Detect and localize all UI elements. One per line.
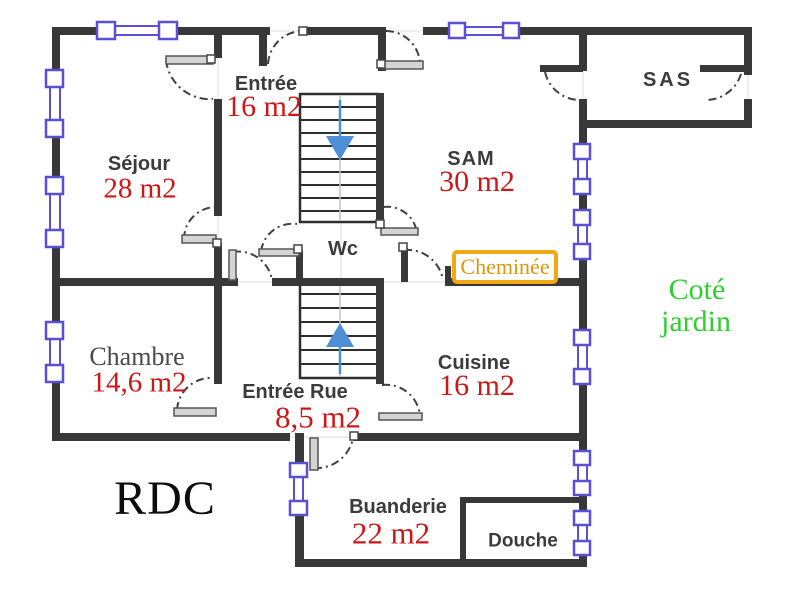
wall-top	[304, 27, 386, 35]
window-symbol-right-4	[572, 449, 592, 497]
area-label-buanderie: 22 m2	[351, 515, 431, 551]
stairs-down-arrow	[326, 100, 354, 160]
area-label-entree-rue: 8,5 m2	[274, 399, 362, 435]
wall-chambre-right	[214, 278, 222, 384]
room-label-entree-rue: Entrée Rue	[242, 381, 348, 403]
window-symbol-right-5	[572, 509, 592, 557]
room-label-wc: Wc	[328, 238, 358, 260]
room-label-sejour: Séjour	[107, 153, 171, 175]
staircase-upper	[298, 92, 380, 224]
wall-sas-right	[744, 27, 752, 75]
door-leaves	[165, 55, 424, 471]
wall-top	[423, 27, 752, 35]
door-arc-chambre	[176, 376, 214, 411]
floor-title: RDC	[114, 472, 216, 525]
room-label-cuisine: Cuisine	[437, 352, 511, 374]
wall-sejour-divider	[214, 99, 222, 216]
wall-cheminee-tick	[445, 266, 451, 279]
room-label-douche: Douche	[488, 530, 558, 552]
window-symbol-right-3	[572, 328, 592, 386]
wall-wc-stub-left	[296, 250, 303, 282]
door-arc-sejour-top	[165, 59, 214, 101]
room-label-sam: SAM	[447, 148, 495, 170]
area-label-sam: 30 m2	[439, 165, 515, 198]
window-symbol-extension-left	[288, 461, 309, 517]
area-label-cuisine: 16 m2	[439, 369, 515, 402]
wall-middle	[272, 278, 384, 286]
wall-sam-jamb	[378, 27, 386, 71]
door-arc-sas-outer	[706, 73, 742, 101]
window-symbol-top-1	[95, 20, 179, 41]
room-label-chambre: Chambre	[89, 342, 185, 371]
door-arc-cuisine	[381, 383, 421, 417]
door-leaf	[380, 227, 419, 236]
door-leaf	[378, 412, 423, 421]
wall-stair-upper-right	[376, 93, 384, 223]
chimney-badge: Cheminée	[452, 250, 558, 284]
room-label-entree: Entrée	[234, 73, 298, 95]
window-symbols	[44, 20, 592, 557]
area-label-sejour: 28 m2	[103, 172, 177, 205]
garden-side-note-line1: Coté	[668, 273, 726, 306]
wall-entree-stub	[259, 27, 267, 66]
wall-chambre-bottom	[52, 433, 290, 441]
wall-sam-stub	[540, 65, 583, 72]
area-label-entree: 16 m2	[226, 90, 302, 123]
door-leaf	[181, 234, 217, 244]
wall-bottom-right	[353, 433, 587, 441]
door-arc-hall	[232, 250, 273, 281]
door-arc-sejour-lower	[183, 206, 217, 240]
wall-sas-right	[744, 99, 752, 128]
door-arc-wc-left	[260, 222, 298, 252]
window-symbol-right-1	[572, 142, 592, 196]
wall-right	[579, 27, 587, 71]
door-leaf	[228, 249, 237, 281]
stairs-up-arrow	[326, 323, 354, 374]
garden-side-note-line2: jardin	[661, 305, 731, 338]
door-arc-sam-garden	[385, 30, 421, 66]
wall-sas-stub	[700, 65, 744, 72]
staircase-lower	[298, 278, 380, 380]
wall-sas-bottom	[585, 120, 752, 128]
window-symbol-top-2	[447, 21, 521, 40]
door-arc-entree-garden	[267, 29, 305, 65]
wall-douche-left	[460, 497, 466, 567]
wall-sejour-divider	[214, 27, 222, 58]
door-arc-front-door	[313, 437, 354, 470]
area-label-chambre: 14,6 m2	[91, 366, 187, 399]
door-leaf	[165, 55, 214, 65]
room-label-sas: SAS	[642, 69, 694, 91]
wall-wc-stub-right	[401, 248, 408, 282]
window-symbol-right-2	[572, 208, 592, 261]
door-leaf	[258, 248, 300, 257]
door-leaf	[309, 437, 319, 471]
door-leaf	[173, 407, 217, 417]
wall-stair-lower-right	[376, 278, 384, 384]
wall-sejour-divider	[214, 243, 222, 286]
window-symbol-left-1	[44, 68, 65, 139]
room-label-buanderie: Buanderie	[349, 496, 447, 518]
window-symbol-left-2	[44, 175, 65, 249]
door-arc-sas-inner	[544, 71, 582, 102]
door-arc-wc-right	[403, 248, 444, 281]
window-symbol-left-3	[44, 320, 65, 384]
wall-extension-bottom	[295, 559, 587, 567]
hinge-points	[206, 26, 408, 441]
wall-middle	[52, 278, 238, 286]
door-leaf	[381, 60, 424, 70]
chimney-label: Cheminée	[460, 254, 550, 279]
wall-douche-top	[460, 497, 584, 503]
